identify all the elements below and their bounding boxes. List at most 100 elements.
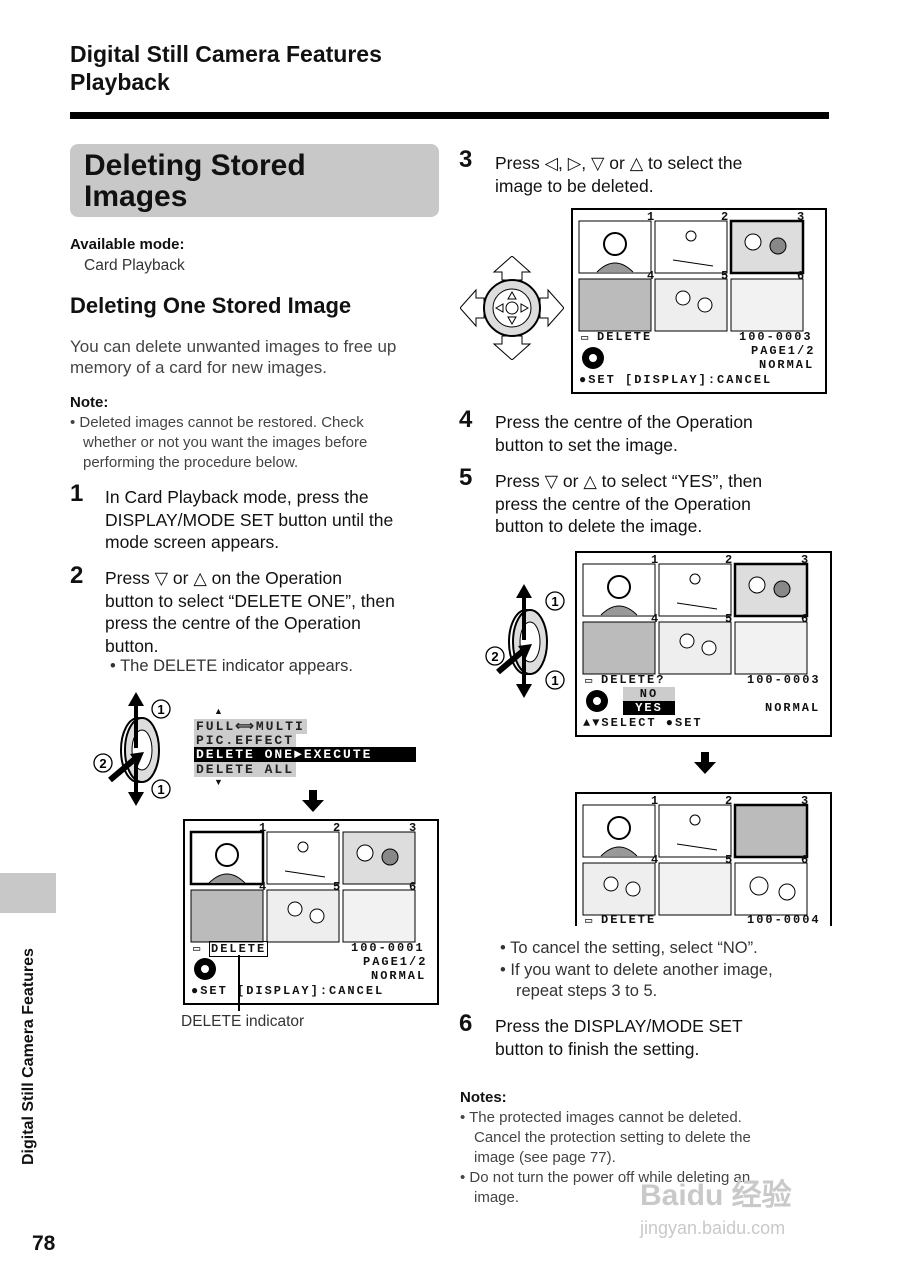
intro-text: You can delete unwanted images to free u… <box>70 336 396 378</box>
option-no: NO <box>623 687 675 701</box>
quality-indicator: NORMAL <box>759 358 815 372</box>
indicator-leader-line <box>238 955 240 1011</box>
thumb-number-2: 2 <box>725 794 735 808</box>
page-number: 78 <box>32 1232 56 1255</box>
header-line2: Playback <box>70 69 170 95</box>
step-number-3: 3 <box>459 146 473 173</box>
step-number-4: 4 <box>459 406 473 433</box>
step-number-1: 1 <box>70 480 84 507</box>
step-5-text: Press ▽ or △ to select “YES”, then press… <box>495 470 762 538</box>
step-5-bullets: • To cancel the setting, select “NO”. • … <box>500 938 773 1003</box>
screen-bottom-text: ▲▼SELECT ●SET <box>583 716 703 730</box>
notes-label: Notes: <box>460 1089 507 1106</box>
step-5-line3: button to delete the image. <box>495 516 703 536</box>
section-title: Deleting Stored Images <box>84 150 306 212</box>
screen-bottom-text: ●SET [DISPLAY]:CANCEL <box>191 984 385 998</box>
step-4-line1: Press the centre of the Operation <box>495 412 753 432</box>
bullet-repeat-line2: repeat steps 3 to 5. <box>516 982 658 1000</box>
file-number: 100-0003 <box>739 330 813 344</box>
thumb-number-1: 1 <box>647 210 657 224</box>
lcd-screen-3: 1 2 3 4 5 6 ▭ DELETE? 100-0003 NO YES NO… <box>575 551 832 737</box>
step-5-line2: press the centre of the Operation <box>495 493 751 514</box>
thumb-number-2: 2 <box>725 553 735 567</box>
thumb-number-1: 1 <box>651 794 661 808</box>
thumb-number-1: 1 <box>259 821 269 835</box>
quality-indicator: NORMAL <box>371 969 427 983</box>
delete-indicator-caption: DELETE indicator <box>181 1013 305 1030</box>
thumb-number-6: 6 <box>801 612 811 626</box>
notes-text: • The protected images cannot be deleted… <box>460 1108 751 1208</box>
lcd-screen-1: 1 2 3 4 5 6 ▭ DELETE 100-0001 PAGE1/2 NO… <box>183 819 439 1005</box>
step-number-5: 5 <box>459 464 473 491</box>
note-text: • Deleted images cannot be restored. Che… <box>70 413 367 473</box>
callout-1-top: 1 <box>545 591 565 611</box>
thumb-number-2: 2 <box>721 210 731 224</box>
thumb-number-4: 4 <box>647 269 657 283</box>
thumb-number-4: 4 <box>651 853 661 867</box>
bullet-repeat-line1: • If you want to delete another image, <box>500 960 773 979</box>
subheading: Deleting One Stored Image <box>70 293 352 318</box>
header-rule <box>70 112 829 119</box>
callout-1-top: 1 <box>151 699 171 719</box>
step-3-line2: image to be deleted. <box>495 175 654 196</box>
thumb-number-2: 2 <box>333 821 343 835</box>
side-section-label: Digital Still Camera Features <box>20 948 37 1165</box>
file-number: 100-0003 <box>747 673 821 687</box>
dpad-icon <box>586 690 608 712</box>
section-title-line1: Deleting Stored <box>84 149 306 182</box>
page-header: Digital Still Camera Features Playback <box>70 40 382 96</box>
step-number-6: 6 <box>459 1010 473 1037</box>
thumb-number-5: 5 <box>725 612 735 626</box>
thumb-number-1: 1 <box>651 553 661 567</box>
lcd-screen-4: 1 2 3 4 5 6 ▭ DELETE 100-0004 <box>575 792 832 928</box>
menu-item-full-multi: FULL⟺MULTI <box>194 719 307 734</box>
operation-button-illustration-2 <box>496 584 548 698</box>
notes-item2-line2: image. <box>474 1189 520 1206</box>
intro-line1: You can delete unwanted images to free u… <box>70 337 397 356</box>
callout-1-bottom: 1 <box>545 670 565 690</box>
note-line1: • Deleted images cannot be restored. Che… <box>70 414 364 431</box>
watermark-url: jingyan.baidu.com <box>640 1218 786 1238</box>
step-2-text: Press ▽ or △ on the Operation button to … <box>105 567 395 657</box>
thumb-number-4: 4 <box>651 612 661 626</box>
svg-text:2: 2 <box>99 756 106 771</box>
step-6-line1: Press the DISPLAY/MODE SET <box>495 1016 743 1036</box>
svg-text:2: 2 <box>491 649 498 664</box>
section-title-line2: Images <box>84 180 188 213</box>
note-label: Note: <box>70 394 109 411</box>
menu-item-delete-all: DELETE ALL <box>194 762 297 777</box>
header-line1: Digital Still Camera Features <box>70 41 382 67</box>
option-yes: YES <box>623 701 675 715</box>
menu-down-arrow-icon: ▼ <box>214 777 223 787</box>
step-6-text: Press the DISPLAY/MODE SET button to fin… <box>495 1015 743 1060</box>
thumb-number-6: 6 <box>801 853 811 867</box>
svg-text:1: 1 <box>551 673 558 688</box>
step-5-line1: Press ▽ or △ to select “YES”, then <box>495 471 763 491</box>
svg-text:1: 1 <box>157 782 164 797</box>
thumb-number-3: 3 <box>801 553 811 567</box>
note-line3: performing the procedure below. <box>83 454 299 471</box>
step-2-bullet: • The DELETE indicator appears. <box>110 657 354 675</box>
step-1-line2: DISPLAY/MODE SET button until the <box>105 509 394 530</box>
file-number: 100-0004 <box>747 913 821 927</box>
quality-indicator: NORMAL <box>765 701 821 715</box>
notes-item1-line1: • The protected images cannot be deleted… <box>460 1109 742 1126</box>
lcd-screen-2: 1 2 3 4 5 6 ▭ DELETE 100-0003 PAGE1/2 NO… <box>571 208 827 394</box>
step-6-line2: button to finish the setting. <box>495 1038 700 1059</box>
card-icon: ▭ <box>585 914 595 928</box>
dpad-icon <box>194 958 216 980</box>
thumb-number-6: 6 <box>409 880 419 894</box>
menu-item-pic-effect: PIC.EFFECT <box>194 733 297 748</box>
thumb-number-3: 3 <box>801 794 811 808</box>
side-tab <box>0 873 56 913</box>
callout-1-bottom: 1 <box>151 779 171 799</box>
callout-2: 2 <box>485 646 505 666</box>
mode-label: Available mode: <box>70 236 185 253</box>
watermark-logo: Baidu 经验 <box>640 1179 792 1212</box>
menu-up-arrow-icon: ▲ <box>214 706 223 716</box>
notes-item1-line2: Cancel the protection setting to delete … <box>474 1129 751 1146</box>
thumb-number-3: 3 <box>409 821 419 835</box>
card-icon: ▭ <box>581 331 591 345</box>
menu-item-delete-one: DELETE ONE►EXECUTE <box>194 747 416 762</box>
step-3-text: Press ◁, ▷, ▽ or △ to select the image t… <box>495 152 742 197</box>
